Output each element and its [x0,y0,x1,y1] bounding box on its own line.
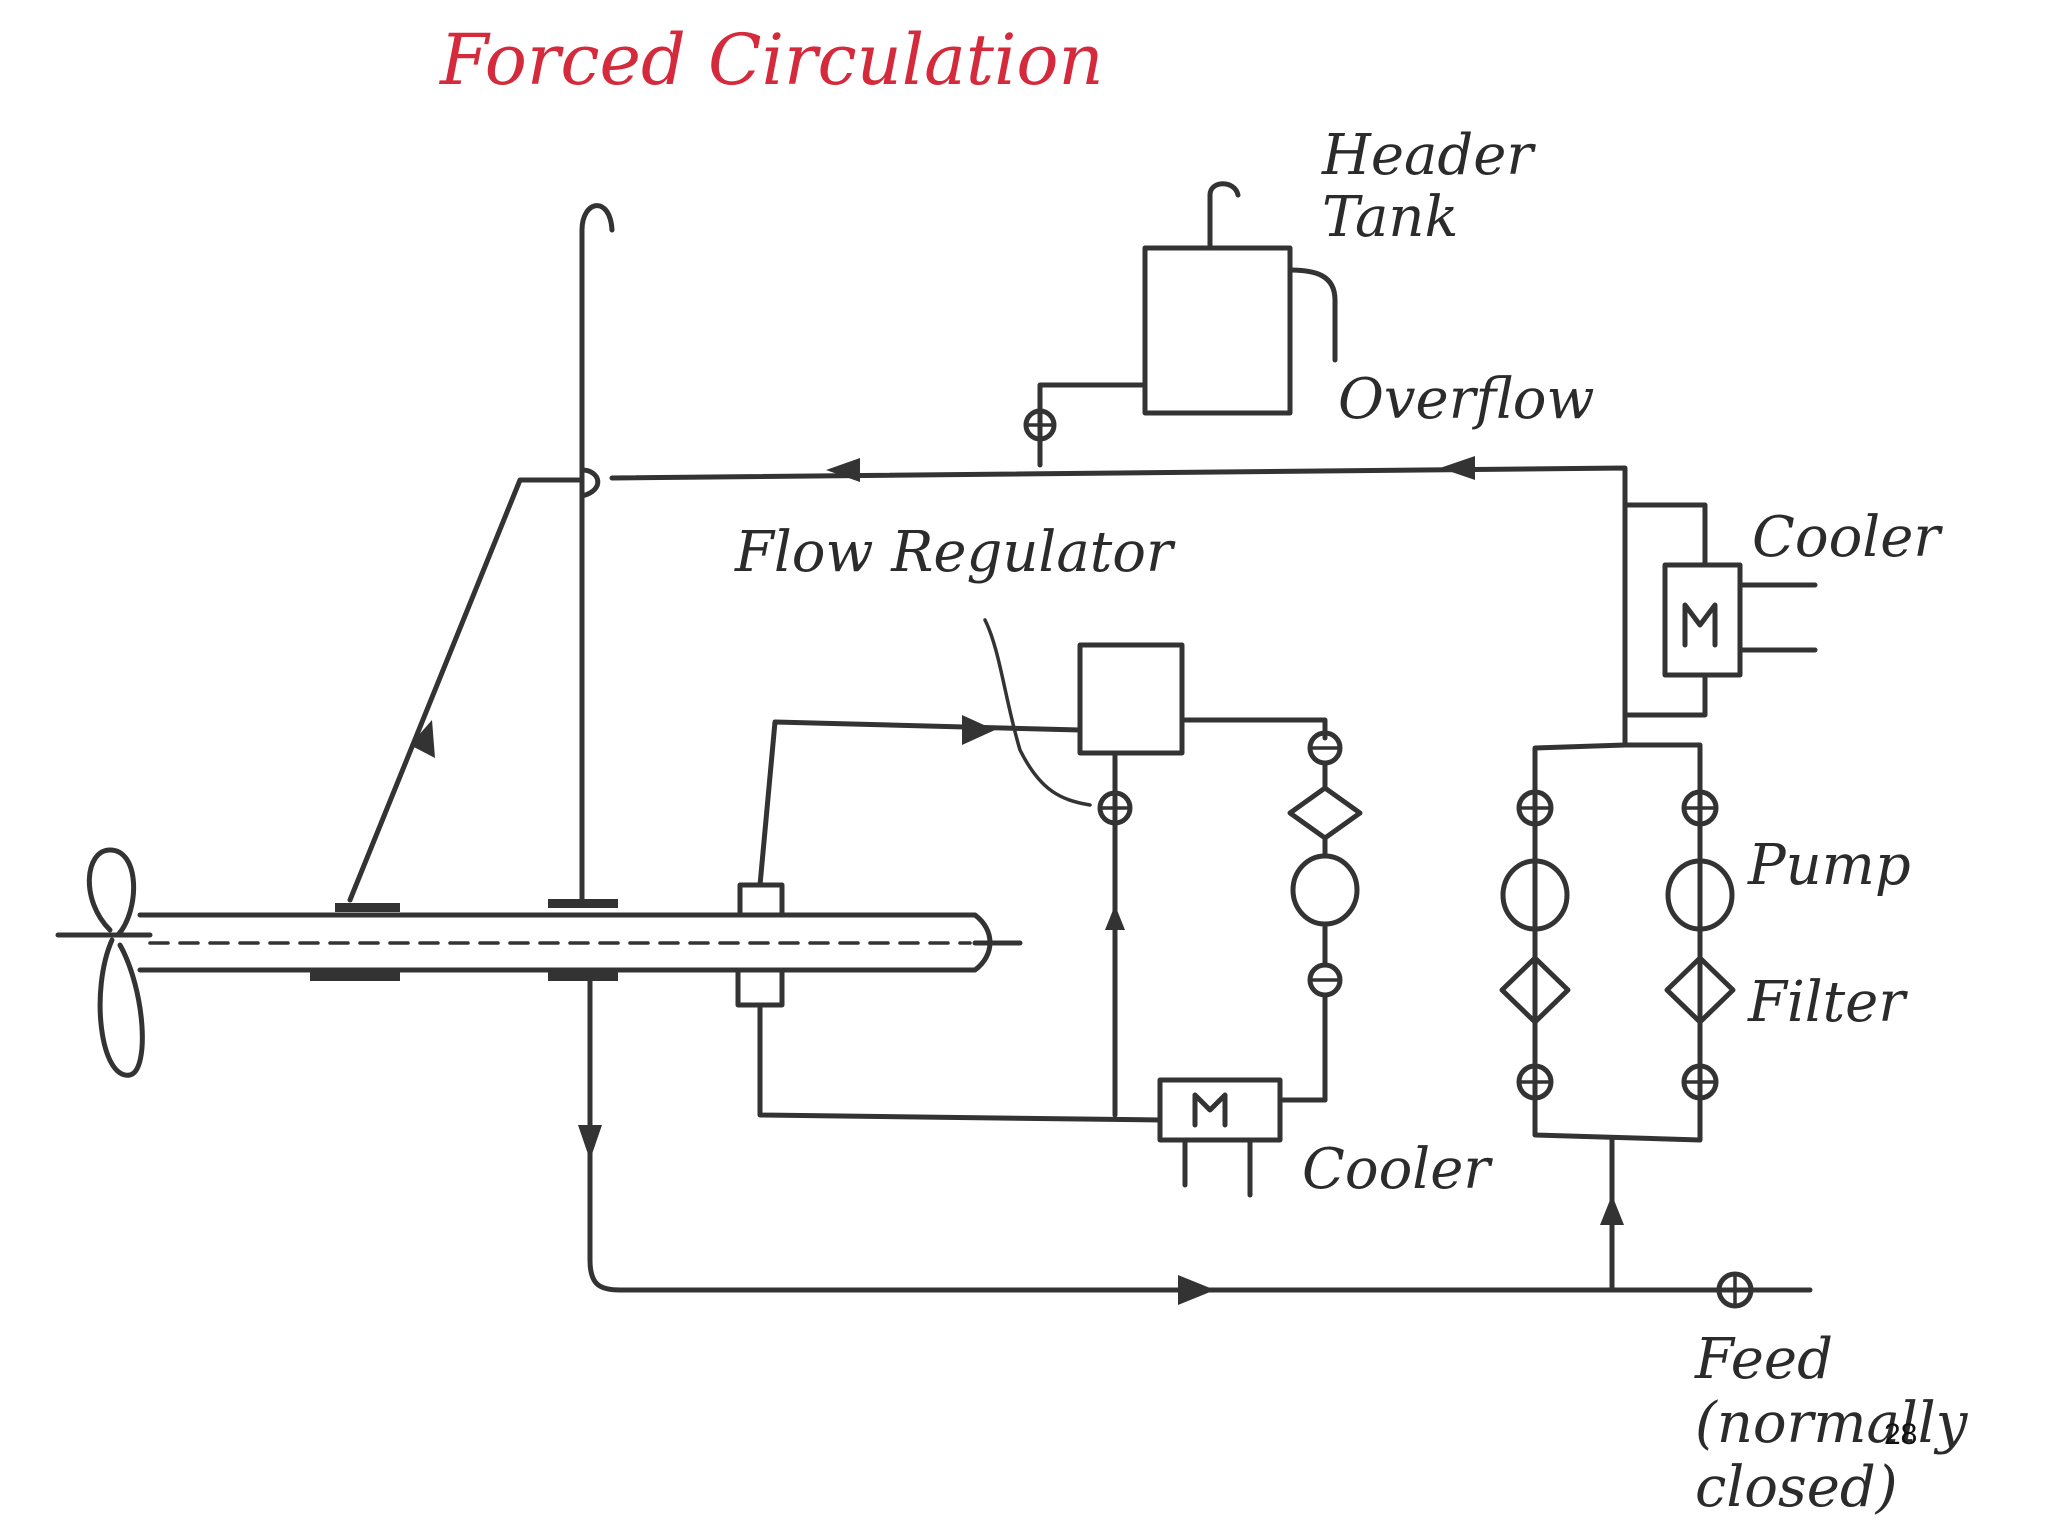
pump-label: Pump [1748,833,1911,898]
lower-cooler-label: Cooler [1302,1137,1491,1202]
filter-label: Filter [1748,970,1906,1035]
flow-regulator-label: Flow Regulator [735,520,1173,585]
feed-label: Feed [1695,1327,1833,1392]
propeller-icon [55,847,153,1078]
propeller-shaft [137,882,1023,1008]
upper-cooler-label: Cooler [1752,505,1941,570]
feed-label-3: closed) [1695,1455,1898,1520]
header-tank-label-2: Tank [1322,185,1459,250]
overflow-label: Overflow [1338,367,1595,432]
vent-pipe [579,203,615,903]
header-tank-label: Header [1322,123,1534,188]
upper-cooler [1622,502,1818,718]
header-tank [1023,181,1338,468]
diagram-title: Forced Circulation [440,19,1104,101]
return-line [578,972,1813,1309]
pump-filter-manifold [1499,712,1736,1143]
seal-loop [757,618,1363,1198]
feed-label-2: (normally [1695,1391,1968,1456]
supply-line [347,456,1628,903]
page-number: 28 [1884,1418,1918,1451]
